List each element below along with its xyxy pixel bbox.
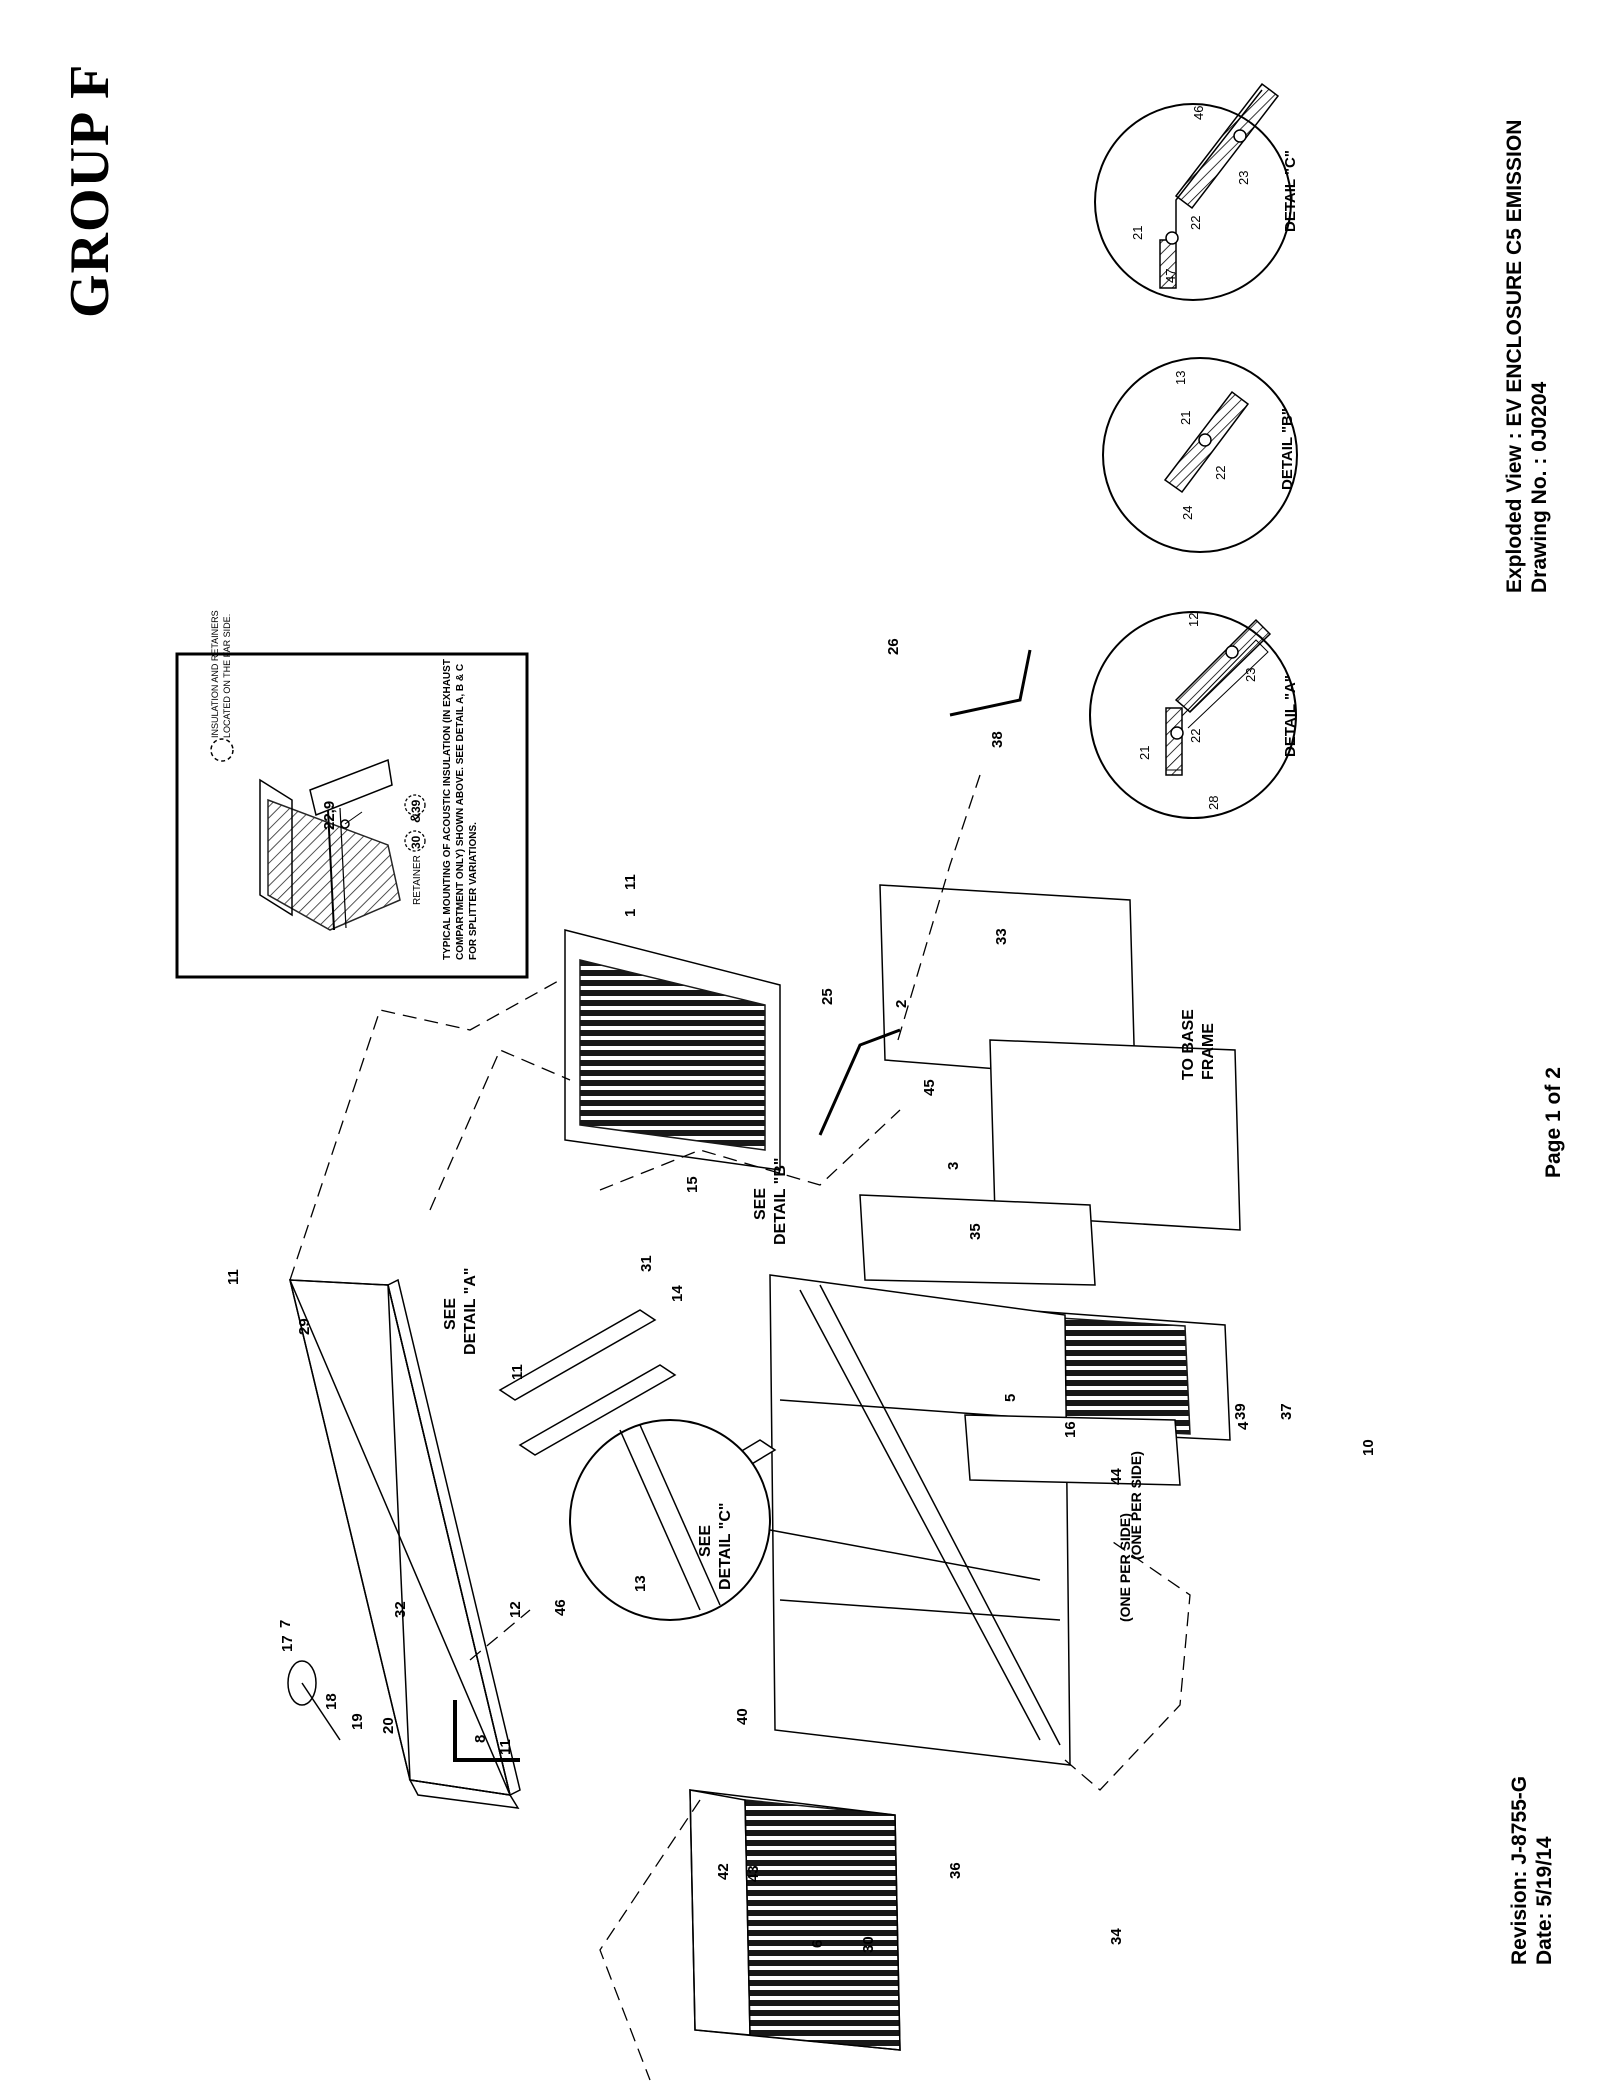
part-16: 16 xyxy=(1062,1421,1079,1438)
part-14: 14 xyxy=(669,1285,686,1302)
part-29: 29 xyxy=(296,1318,313,1335)
part-8: 8 xyxy=(472,1735,489,1743)
detail-a: DETAIL "A" 21 22 23 12 28 xyxy=(1089,611,1299,819)
part-36: 36 xyxy=(947,1862,964,1879)
insulation-part-label: 22,9 xyxy=(321,801,338,830)
retainer-ref-30: 30 xyxy=(409,835,423,849)
insulation-note-1: TYPICAL MOUNTING OF ACOUSTIC INSULATION … xyxy=(442,659,453,960)
insulation-legend-2: LOCATED ON THE FAR SIDE. xyxy=(222,614,232,738)
part-32: 32 xyxy=(392,1601,409,1618)
part-43: 43 xyxy=(745,1865,762,1882)
retainer-ampersand: & xyxy=(407,813,423,823)
see-detail-b-1: SEE xyxy=(752,1188,769,1220)
see-detail-a-1: SEE xyxy=(442,1298,459,1330)
detail-c-label-23: 23 xyxy=(1236,171,1251,185)
detail-c-title: DETAIL "C" xyxy=(1282,150,1299,232)
see-detail-c-2: DETAIL "C" xyxy=(717,1503,734,1590)
part-44: 44 xyxy=(1108,1468,1125,1485)
part-3: 3 xyxy=(945,1162,962,1170)
part-2: 2 xyxy=(893,1000,910,1008)
detail-a-label-23: 23 xyxy=(1243,668,1258,682)
part-42: 42 xyxy=(715,1863,732,1880)
see-detail-c-1: SEE xyxy=(697,1525,714,1557)
detail-c-label-46: 46 xyxy=(1191,106,1206,120)
insulation-legend-1: INSULATION AND RETAINERS xyxy=(210,610,220,738)
part-19: 19 xyxy=(349,1713,366,1730)
see-detail-a-2: DETAIL "A" xyxy=(462,1268,479,1355)
detail-c-label-21: 21 xyxy=(1130,226,1145,240)
part-6: 6 xyxy=(809,1940,826,1948)
retainer-ref-39: 39 xyxy=(409,799,423,813)
part-30: 30 xyxy=(860,1936,877,1953)
detail-b-label-21: 21 xyxy=(1178,411,1193,425)
one-per-side-2: (ONE PER SIDE) xyxy=(1117,1513,1133,1622)
insulation-note-3: FOR SPLITTER VARIATIONS. xyxy=(468,822,479,960)
detail-c-label-47: 47 xyxy=(1163,269,1178,283)
part-25: 25 xyxy=(819,988,836,1005)
to-base-frame-1: TO BASE xyxy=(1180,1009,1197,1080)
callouts: SEE DETAIL "A" SEE DETAIL "B" SEE DETAIL… xyxy=(442,1009,1217,1622)
part-45: 45 xyxy=(921,1079,938,1096)
one-per-side-1: (ONE PER SIDE) xyxy=(1128,1451,1144,1560)
part-11-b: 11 xyxy=(622,874,639,890)
part-39: 39 xyxy=(1232,1403,1249,1420)
part-11-c: 11 xyxy=(509,1364,526,1380)
part-1: 1 xyxy=(622,909,639,917)
insulation-panel-sketch xyxy=(259,758,401,931)
part-12: 12 xyxy=(507,1601,524,1618)
part-40: 40 xyxy=(734,1708,751,1725)
part-11-a: 11 xyxy=(225,1269,242,1285)
detail-a-label-28: 28 xyxy=(1206,796,1221,810)
detail-a-label-21: 21 xyxy=(1137,746,1152,760)
part-34: 34 xyxy=(1108,1928,1125,1945)
detail-a-label-22: 22 xyxy=(1188,729,1203,743)
part-7: 7 xyxy=(277,1620,294,1628)
detail-b-label-22: 22 xyxy=(1213,466,1228,480)
insulation-note-box: INSULATION AND RETAINERS LOCATED ON THE … xyxy=(175,610,529,979)
part-37: 37 xyxy=(1278,1403,1295,1420)
part-18: 18 xyxy=(323,1693,340,1710)
part-13: 13 xyxy=(632,1575,649,1592)
part-4: 4 xyxy=(1235,1421,1252,1430)
to-base-frame-2: FRAME xyxy=(1200,1023,1217,1080)
part-10: 10 xyxy=(1360,1439,1377,1456)
detail-c: DETAIL "C" 21 22 23 46 47 xyxy=(1094,82,1299,301)
detail-b: DETAIL "B" 21 13 22 24 xyxy=(1102,357,1298,553)
part-5: 5 xyxy=(1002,1394,1019,1402)
part-35: 35 xyxy=(967,1223,984,1240)
insulation-note-2: COMPARTMENT ONLY) SHOWN ABOVE. SEE DETAI… xyxy=(455,664,466,960)
detail-c-label-22: 22 xyxy=(1188,216,1203,230)
part-31: 31 xyxy=(638,1255,655,1272)
part-labels: 1 2 3 4 5 6 7 8 10 11 11 11 11 12 13 14 … xyxy=(225,638,1377,1953)
detail-b-title: DETAIL "B" xyxy=(1279,408,1296,490)
exploded-view-linework xyxy=(287,649,1241,2081)
part-26: 26 xyxy=(885,638,902,655)
detail-b-label-13: 13 xyxy=(1173,371,1188,385)
part-38: 38 xyxy=(989,731,1006,748)
part-17: 17 xyxy=(279,1635,296,1652)
part-11-d: 11 xyxy=(497,1739,514,1755)
part-46: 46 xyxy=(552,1599,569,1616)
part-15: 15 xyxy=(684,1176,701,1193)
retainer-label: RETAINER xyxy=(412,855,423,905)
part-33: 33 xyxy=(993,928,1010,945)
part-20: 20 xyxy=(380,1717,397,1734)
detail-a-label-12: 12 xyxy=(1186,613,1201,627)
detail-a-title: DETAIL "A" xyxy=(1282,675,1299,757)
detail-b-label-24: 24 xyxy=(1180,506,1195,520)
see-detail-b-2: DETAIL "B" xyxy=(772,1158,789,1245)
